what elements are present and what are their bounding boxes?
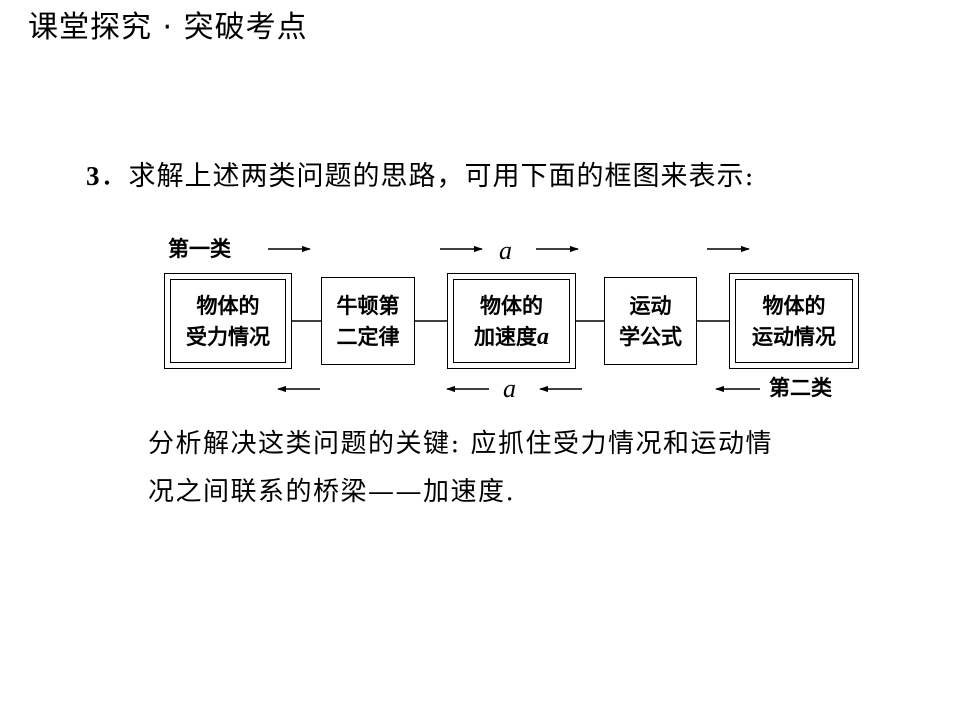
box-force-state-line1: 物体的 [196, 293, 260, 318]
box-motion-state-line2: 运动情况 [752, 324, 836, 349]
box-acceleration-var: a [537, 323, 549, 350]
conclusion-text: 分析解决这类问题的关键: 应抓住受力情况和运动情 况之间联系的桥梁——加速度. [148, 420, 868, 516]
box-acceleration-line1: 物体的 [480, 292, 543, 318]
box-kinematics-line2: 学公式 [619, 324, 682, 349]
box-kinematics-formula: 运动 学公式 [604, 277, 697, 365]
slide-title: 课堂探究 · 突破考点 [28, 10, 308, 45]
box-newton-line2: 二定律 [336, 324, 400, 349]
box-kinematics-line1: 运动 [629, 293, 672, 318]
box-force-state-line2: 受力情况 [186, 324, 270, 349]
label-second-type: 第二类 [769, 375, 832, 400]
point-number: 3 [86, 161, 101, 191]
box-force-state: 物体的 受力情况 [164, 273, 292, 369]
point-3: 3．求解上述两类问题的思路，可用下面的框图来表示: [86, 158, 755, 195]
box-newton-line1: 牛顿第 [336, 293, 400, 318]
box-acceleration: 物体的 加速度a [447, 273, 576, 369]
acceleration-symbol-top: a [499, 236, 512, 265]
box-newton-second-law: 牛顿第 二定律 [321, 277, 415, 365]
box-acceleration-line2: 加速度 [474, 323, 537, 349]
conclusion-line-1: 分析解决这类问题的关键: 应抓住受力情况和运动情 [148, 429, 774, 459]
box-motion-state-line1: 物体的 [762, 293, 826, 318]
box-motion-state: 物体的 运动情况 [729, 273, 859, 369]
point-text: ．求解上述两类问题的思路，可用下面的框图来表示: [100, 161, 755, 192]
box-acceleration-line2-wrap: 加速度a [474, 321, 549, 353]
conclusion-line-2: 况之间联系的桥梁——加速度. [148, 477, 516, 507]
label-first-type: 第一类 [168, 236, 231, 261]
acceleration-symbol-bottom: a [503, 374, 516, 403]
